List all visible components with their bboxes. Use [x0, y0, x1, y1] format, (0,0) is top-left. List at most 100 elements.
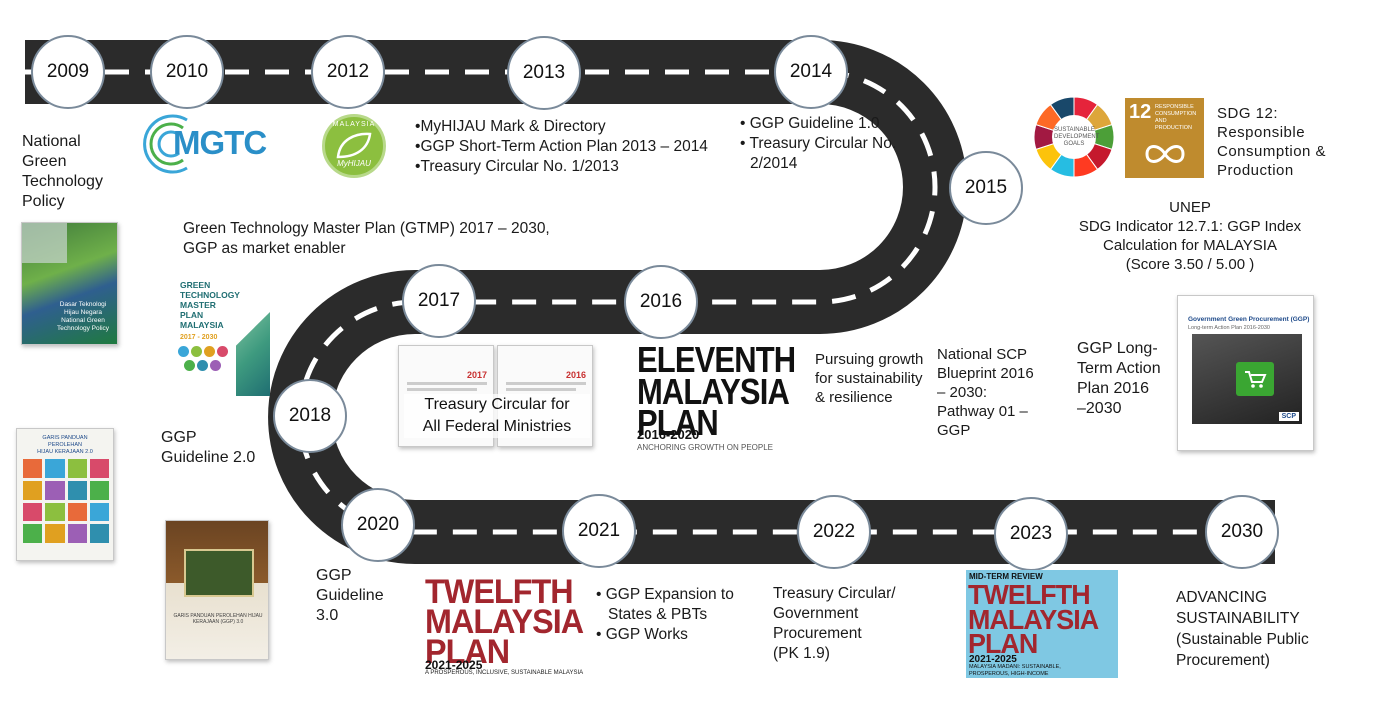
mgtc-logo: MGTC: [143, 112, 267, 176]
cover-line: MALAYSIA: [180, 320, 224, 330]
item: MyHIJAU Mark & Directory: [415, 117, 708, 137]
item: • GGP Guideline 1.0: [740, 115, 880, 132]
line: Green Technology Master Plan (GTMP) 2017…: [183, 220, 550, 237]
items-2021: • GGP Expansion to States & PBTs • GGP W…: [596, 585, 734, 645]
items-2013: MyHIJAU Mark & Directory GGP Short-Term …: [415, 117, 708, 177]
twelfth-plan: TWELFTH MALAYSIA PLAN 2021-2025 A PROSPE…: [425, 573, 615, 678]
cover-line: MASTER: [180, 300, 216, 310]
myhijau-logo: MALAYSIA MyHIJAU: [322, 114, 386, 178]
plan-years: 2016-2020: [637, 427, 700, 442]
line: GGP Long-: [1077, 340, 1158, 357]
mgtc-swirl-icon: [143, 114, 188, 174]
line: Pathway 01 –: [937, 403, 1028, 420]
line: Calculation for MALAYSIA: [1103, 237, 1277, 254]
year-2010: 2010: [150, 35, 224, 109]
year-2009: 2009: [31, 35, 105, 109]
cover-line: GREEN: [180, 280, 211, 290]
sdg-wheel: SUSTAINABLE DEVELOPMENT GOALS: [1033, 96, 1115, 178]
item: • GGP Expansion to: [596, 586, 734, 603]
cover-line: PEROLEHAN: [48, 442, 82, 448]
plan-years: 2021-2025: [969, 654, 1017, 665]
line: Procurement): [1176, 652, 1270, 669]
sdg12-title: SDG 12: Responsible Consumption & Produc…: [1217, 104, 1326, 180]
plan-title-line: MALAYSIA: [425, 602, 584, 641]
line: GGP as market enabler: [183, 240, 346, 257]
line: National SCP: [937, 346, 1028, 363]
guide-2018-text: GGP Guideline 2.0: [161, 428, 255, 468]
item: GGP Short-Term Action Plan 2013 – 2014: [415, 137, 708, 157]
line: GGP: [161, 429, 197, 446]
item: States & PBTs: [608, 606, 708, 623]
advancing-text: ADVANCING SUSTAINABILITY (Sustainable Pu…: [1176, 587, 1309, 671]
cover-line: National Green Technology Policy: [56, 317, 110, 332]
line: Responsible: [1217, 124, 1306, 141]
plan-title-line: TWELFTH: [425, 573, 574, 611]
line: SDG 12:: [1217, 105, 1279, 122]
cover-years: 2017 - 2030: [180, 334, 218, 341]
line: Treasury Circular/: [773, 585, 896, 602]
stamp: 2016: [565, 370, 586, 380]
year-2012: 2012: [311, 35, 385, 109]
line: ADVANCING: [1176, 589, 1268, 606]
ggp-long-term-cover: Government Green Procurement (GGP) Long-…: [1177, 295, 1314, 451]
sdg12-tile-text: RESPONSIBLE CONSUMPTION AND PRODUCTION: [1155, 104, 1197, 131]
line: Consumption &: [1217, 143, 1327, 160]
plan-years: 2021-2025: [425, 658, 483, 672]
line: Government: [773, 605, 859, 622]
plan-title-line: PLAN: [425, 632, 510, 671]
sdg-wheel-icon: [1033, 96, 1115, 178]
line: Policy: [22, 193, 65, 210]
line: All Federal Ministries: [422, 418, 572, 435]
line: Pursuing growth: [815, 351, 924, 368]
line: Guideline 2.0: [161, 449, 256, 466]
year-2020: 2020: [341, 488, 415, 562]
pursuing-text: Pursuing growth for sustainability & res…: [815, 350, 923, 407]
item-text: GGP Guideline 1.0: [749, 115, 880, 132]
item: 2/2014: [750, 155, 798, 172]
plan-title-line: PLAN: [637, 402, 719, 444]
line: (PK 1.9): [773, 645, 830, 662]
treasury-2017-caption: Treasury Circular for All Federal Minist…: [404, 394, 590, 438]
sdg12-tile: 12 RESPONSIBLE CONSUMPTION AND PRODUCTIO…: [1125, 98, 1204, 178]
gtmp-cover: GREEN TECHNOLOGY MASTER PLAN MALAYSIA 20…: [172, 272, 270, 396]
item-text: GGP Expansion to: [605, 586, 734, 603]
line: SDG Indicator 12.7.1: GGP Index: [1078, 218, 1302, 235]
myhijau-top: MALAYSIA: [332, 121, 376, 128]
cover-line: Hijau Negara: [64, 309, 102, 316]
item: Treasury Circular No. 1/2013: [415, 157, 708, 177]
ggp-guideline-2-cover: GARIS PANDUAN PEROLEHAN HIJAU KERAJAAN 2…: [16, 428, 114, 561]
gtmp-text: Green Technology Master Plan (GTMP) 2017…: [183, 219, 550, 259]
mgtc-text: MGTC: [173, 124, 267, 161]
cover-line: GARIS PANDUAN: [42, 435, 88, 441]
line: Blueprint 2016: [937, 365, 1034, 382]
ggp-guideline-3-cover: GARIS PANDUAN PEROLEHAN HIJAU KERAJAAN (…: [165, 520, 269, 660]
year-2023: 2023: [994, 497, 1068, 571]
line: & resilience: [815, 389, 893, 406]
plan-tag: A PROSPEROUS, INCLUSIVE, SUSTAINABLE MAL…: [425, 670, 584, 676]
item: • Treasury Circular No.: [740, 135, 897, 152]
line: (Sustainable Public: [1176, 631, 1309, 648]
plan-title-line: TWELFTH: [968, 579, 1091, 610]
line: GGP: [937, 422, 971, 439]
plan-tag: MALAYSIA MADANI: SUSTAINABLE,: [969, 664, 1061, 670]
guide-2020-text: GGP Guideline 3.0: [316, 566, 384, 626]
plan-tag: PROSPEROUS, HIGH-INCOME: [969, 670, 1049, 677]
cover-line: HIJAU KERAJAAN 2.0: [37, 449, 93, 455]
item-text: Treasury Circular No.: [749, 135, 897, 152]
year-2022: 2022: [797, 495, 871, 569]
cover-title: Government Green Procurement (GGP): [1188, 316, 1310, 323]
policy-2009-cover: Dasar Teknologi Hijau Negara National Gr…: [21, 222, 118, 345]
plan-title-line: MALAYSIA: [968, 603, 1099, 635]
line: SUSTAINABILITY: [1176, 610, 1300, 627]
cover-line: Dasar Teknologi: [59, 301, 107, 308]
cover-sub: Long-term Action Plan 2016-2030: [1188, 325, 1270, 331]
unep-indicator: UNEP SDG Indicator 12.7.1: GGP Index Cal…: [1050, 198, 1330, 274]
item-text: GGP Works: [605, 626, 688, 643]
line: Green: [22, 153, 67, 170]
scp-badge: SCP: [1278, 412, 1299, 421]
year-2017: 2017: [402, 264, 476, 338]
year-2016: 2016: [624, 265, 698, 339]
line: 3.0: [316, 607, 339, 624]
line: –2030: [1077, 400, 1122, 417]
mtr-twelfth-plan: MID-TERM REVIEW TWELFTH MALAYSIA PLAN 20…: [966, 570, 1118, 678]
